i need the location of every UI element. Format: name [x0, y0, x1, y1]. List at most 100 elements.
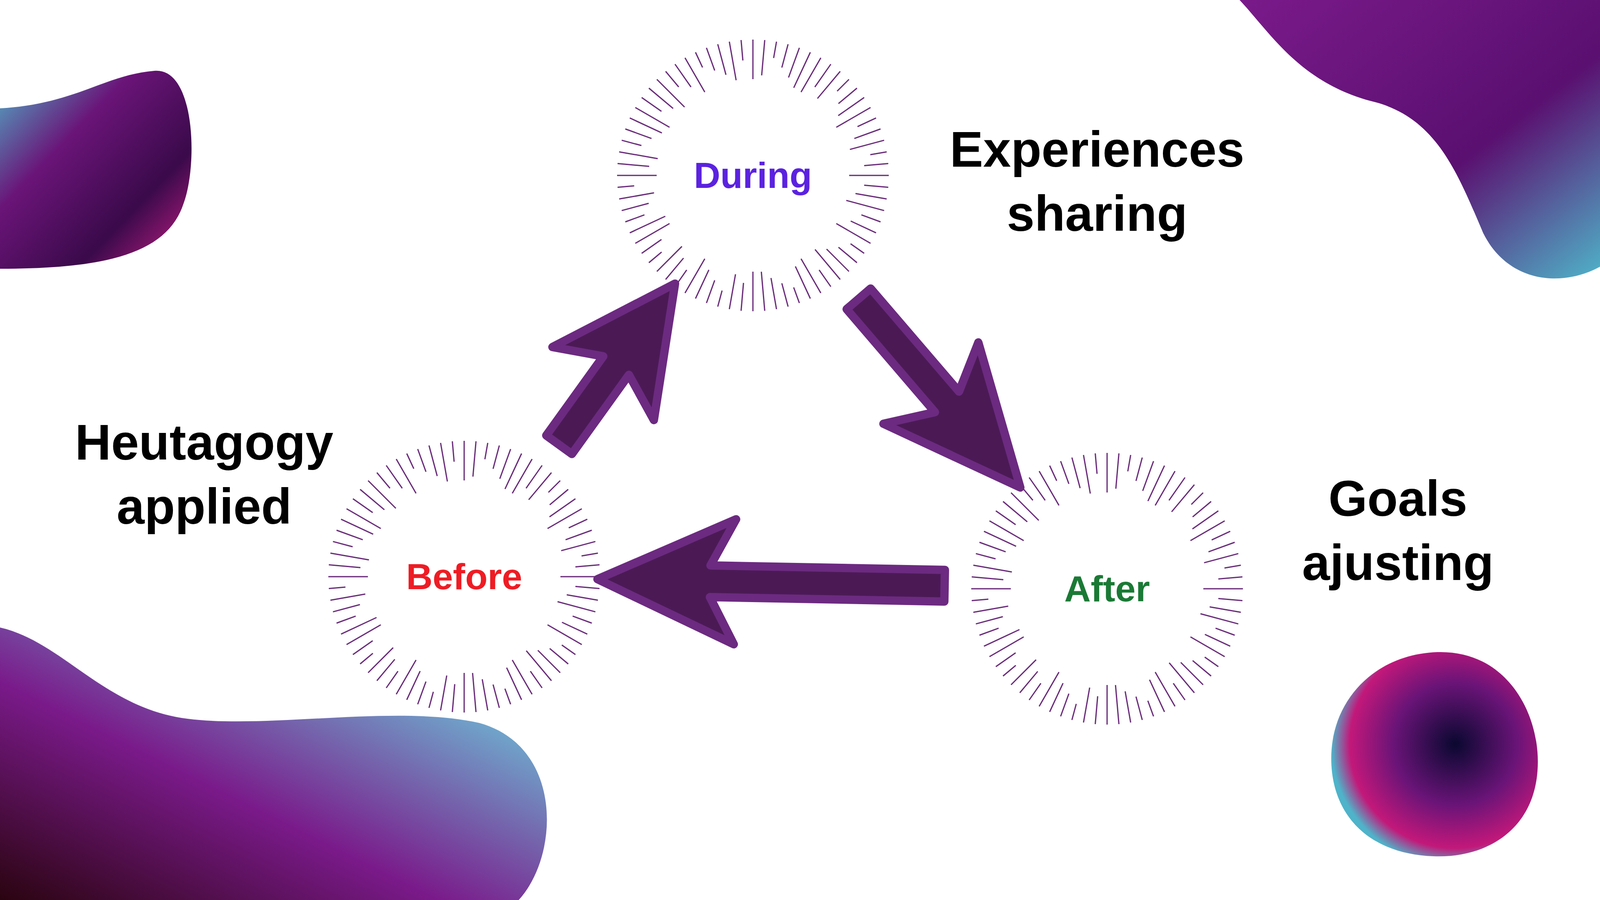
tick-mark	[781, 283, 788, 307]
tick-mark	[1192, 501, 1211, 518]
tick-mark	[625, 215, 645, 223]
tick-mark	[665, 257, 684, 280]
tick-mark	[562, 622, 588, 635]
tick-mark	[1191, 492, 1203, 505]
tick-mark	[440, 675, 447, 711]
tick-mark	[781, 44, 788, 68]
tick-mark	[472, 672, 476, 713]
tick-mark	[817, 71, 841, 99]
tick-mark	[1106, 452, 1108, 493]
tick-mark	[417, 449, 427, 473]
tick-mark	[368, 480, 397, 509]
tick-mark	[482, 679, 488, 711]
tick-mark	[695, 270, 709, 299]
tick-mark	[1072, 703, 1077, 720]
tick-mark	[565, 530, 592, 540]
tick-mark	[854, 129, 881, 139]
tick-mark	[1127, 455, 1131, 472]
tick-mark	[1192, 660, 1211, 676]
tick-mark	[975, 553, 996, 560]
tick-mark	[1125, 691, 1131, 723]
tick-mark	[729, 41, 736, 81]
tick-mark	[352, 498, 373, 513]
tick-mark	[850, 140, 885, 150]
tick-mark	[752, 39, 754, 80]
tick-mark	[836, 107, 871, 128]
tick-mark	[1095, 696, 1098, 725]
tick-mark	[463, 672, 465, 713]
tick-mark	[1218, 577, 1243, 580]
tick-mark	[575, 586, 600, 589]
tick-mark	[1169, 662, 1195, 693]
tick-mark	[512, 459, 533, 494]
stage-note: Heutagogy applied	[54, 410, 355, 539]
tick-mark	[368, 647, 394, 673]
tick-mark	[1060, 693, 1070, 717]
tick-mark	[717, 44, 727, 75]
tick-mark	[850, 221, 877, 233]
tick-mark	[330, 552, 370, 560]
cycle-arrow	[846, 288, 1021, 488]
tick-mark	[1115, 453, 1119, 489]
tick-mark	[761, 40, 765, 76]
tick-mark	[1029, 683, 1041, 700]
tick-mark	[706, 47, 715, 71]
tick-mark	[1149, 679, 1165, 712]
tick-mark	[396, 459, 417, 494]
tick-mark	[685, 258, 705, 293]
tick-mark	[815, 64, 831, 88]
tick-mark	[406, 453, 414, 469]
tick-mark	[752, 271, 754, 312]
tick-mark	[1011, 492, 1040, 521]
tick-mark	[979, 542, 1006, 553]
tick-mark	[377, 472, 390, 489]
tick-mark	[1200, 613, 1239, 624]
tick-mark	[870, 151, 887, 155]
tick-mark	[330, 594, 366, 601]
tick-mark	[492, 445, 500, 469]
tick-mark	[336, 616, 356, 624]
tick-mark	[1155, 672, 1176, 707]
tick-mark	[849, 175, 889, 177]
tick-mark	[836, 223, 871, 244]
tick-mark	[989, 520, 1024, 541]
stage-note: Goals ajusting	[1281, 466, 1515, 595]
tick-mark	[547, 508, 582, 529]
tick-mark	[625, 129, 652, 139]
tick-mark	[761, 271, 765, 311]
tick-mark	[861, 215, 881, 223]
tick-mark	[995, 652, 1016, 667]
tick-mark	[617, 163, 650, 167]
tick-mark	[857, 117, 877, 127]
tick-mark	[1002, 665, 1016, 677]
tick-mark	[1083, 455, 1090, 494]
stage-circle: After	[969, 451, 1245, 727]
tick-mark	[1171, 484, 1195, 512]
tick-mark	[793, 287, 800, 304]
tick-mark	[1218, 598, 1243, 601]
tick-mark	[352, 640, 373, 655]
tick-mark	[1106, 685, 1108, 725]
tick-mark	[695, 52, 703, 68]
tick-mark	[1203, 588, 1243, 590]
tick-mark	[675, 270, 687, 287]
tick-mark	[864, 185, 889, 188]
tick-mark	[452, 441, 455, 462]
tick-mark	[472, 441, 476, 477]
tick-mark	[819, 270, 831, 287]
tick-mark	[973, 606, 1009, 613]
tick-mark	[1215, 628, 1235, 636]
tick-mark	[621, 140, 642, 146]
tick-mark	[770, 277, 777, 310]
tick-mark	[706, 280, 715, 304]
tick-mark	[1049, 465, 1057, 481]
tick-mark	[328, 576, 368, 578]
tick-mark	[635, 223, 670, 244]
tick-mark	[1190, 520, 1225, 541]
tick-mark	[492, 684, 500, 708]
tick-mark	[1205, 634, 1231, 647]
tick-mark	[971, 588, 1011, 590]
tick-mark	[685, 57, 705, 93]
tick-mark	[1209, 606, 1241, 613]
tick-mark	[561, 645, 576, 655]
